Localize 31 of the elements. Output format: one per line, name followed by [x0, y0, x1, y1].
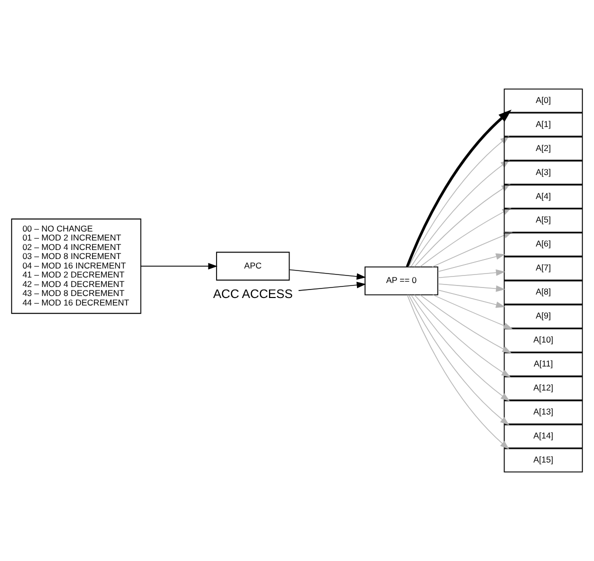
- arrow: [406, 294, 510, 450]
- node-box: A[4]: [504, 184, 583, 209]
- node-box: APC: [216, 252, 290, 281]
- node-box: A[14]: [504, 424, 583, 448]
- node-text: ACC ACCESS: [213, 286, 293, 301]
- node-box: A[13]: [504, 400, 583, 424]
- node-box: A[1]: [504, 112, 583, 137]
- node-box: A[10]: [504, 328, 583, 352]
- node-box: A[3]: [504, 160, 583, 185]
- node-box: A[7]: [504, 256, 583, 281]
- arrow: [414, 294, 511, 378]
- node-box: A[11]: [504, 352, 583, 376]
- node-box: A[5]: [504, 208, 583, 233]
- arrow: [438, 290, 506, 308]
- node-box: A[8]: [504, 280, 583, 305]
- arrow: [289, 269, 366, 280]
- arrow: [438, 283, 506, 292]
- arrow: [140, 262, 218, 270]
- arrow: [438, 269, 506, 278]
- node-box: A[15]: [504, 448, 583, 472]
- node-box: AP == 0: [364, 266, 438, 296]
- arrow: [420, 294, 512, 354]
- node-box: 00 – NO CHANGE 01 – MOD 2 INCREMENT 02 – MOD 4 INCREMENT 03 – MOD 8 INCREMENT 04 – MOD 16 INCREMENT 41 – MOD 2 DECREMENT 42 – MOD 4 DECREMENT 43 – MOD 8 DECREMENT 44 – MOD 16 DECREMENT: [11, 218, 142, 314]
- arrow: [438, 253, 506, 272]
- node-box: A[2]: [504, 136, 583, 161]
- node-box: A[12]: [504, 376, 583, 400]
- node-box: A[0]: [504, 88, 583, 113]
- arrow: [408, 294, 510, 426]
- arrow: [410, 294, 510, 402]
- arrow: [298, 282, 366, 291]
- arrow: [432, 294, 513, 330]
